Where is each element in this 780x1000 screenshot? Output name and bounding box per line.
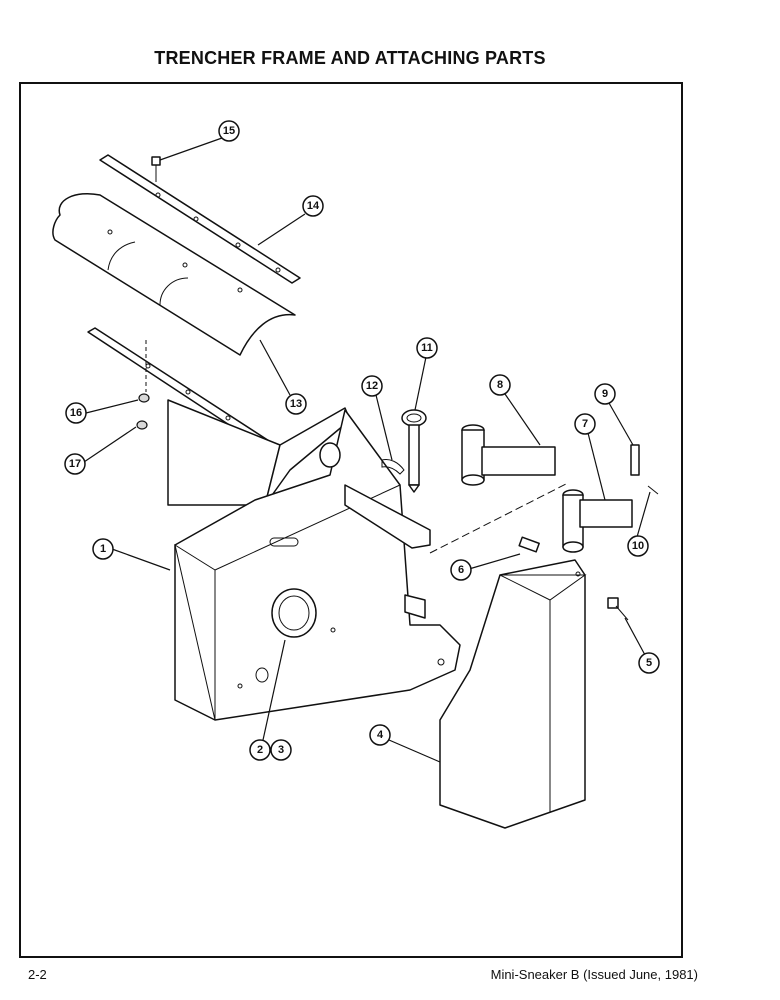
part-curved-shield [52, 193, 296, 356]
svg-text:12: 12 [366, 380, 378, 392]
svg-text:11: 11 [421, 342, 433, 354]
page-number: 2-2 [28, 967, 47, 982]
part-hinge-lower [562, 489, 633, 553]
callout-6: 6 [450, 559, 472, 581]
callout-7: 7 [574, 413, 596, 435]
part-clip [381, 459, 405, 475]
svg-text:14: 14 [307, 200, 320, 212]
callout-3: 3 [270, 739, 292, 761]
part-hinge-pin [630, 444, 640, 476]
part-side-cover [439, 559, 587, 829]
svg-text:17: 17 [69, 458, 81, 470]
part-bolt-side [607, 597, 629, 621]
svg-text:15: 15 [223, 125, 235, 137]
part-strip-top [99, 154, 301, 284]
svg-text:9: 9 [602, 388, 608, 400]
callout-2: 2 [249, 739, 271, 761]
callout-4: 4 [369, 724, 391, 746]
part-cotter [647, 485, 659, 495]
callout-10: 10 [627, 535, 649, 557]
svg-text:2: 2 [257, 744, 263, 756]
callout-14: 14 [302, 195, 324, 217]
part-main-frame [167, 399, 461, 721]
svg-text:5: 5 [646, 657, 652, 669]
alignment-line [429, 482, 569, 554]
part-hinge-upper [461, 424, 556, 486]
document-footer: Mini-Sneaker B (Issued June, 1981) [490, 967, 698, 982]
callout-8: 8 [489, 374, 511, 396]
callout-5: 5 [638, 652, 660, 674]
svg-text:10: 10 [632, 540, 644, 552]
part-washer-nut [136, 393, 150, 430]
callout-11: 11 [416, 337, 438, 359]
svg-text:16: 16 [70, 407, 82, 419]
leader-lines [83, 137, 651, 763]
part-dowel [518, 536, 540, 553]
callout-12: 12 [361, 375, 383, 397]
part-top-bar [344, 484, 431, 619]
part-bolt-top [151, 156, 161, 182]
callout-1: 1 [92, 538, 114, 560]
svg-text:13: 13 [290, 398, 302, 410]
part-pin [401, 409, 427, 493]
svg-text:4: 4 [377, 729, 384, 741]
svg-text:3: 3 [278, 744, 284, 756]
callout-16: 16 [65, 402, 87, 424]
svg-text:8: 8 [497, 379, 503, 391]
callout-17: 17 [64, 453, 86, 475]
callout-9: 9 [594, 383, 616, 405]
svg-text:1: 1 [100, 543, 106, 555]
svg-text:6: 6 [458, 564, 464, 576]
illustration-frame [19, 82, 683, 958]
page-title: TRENCHER FRAME AND ATTACHING PARTS [154, 48, 546, 68]
callout-15: 15 [218, 120, 240, 142]
svg-text:7: 7 [582, 418, 588, 430]
callout-13: 13 [285, 393, 307, 415]
